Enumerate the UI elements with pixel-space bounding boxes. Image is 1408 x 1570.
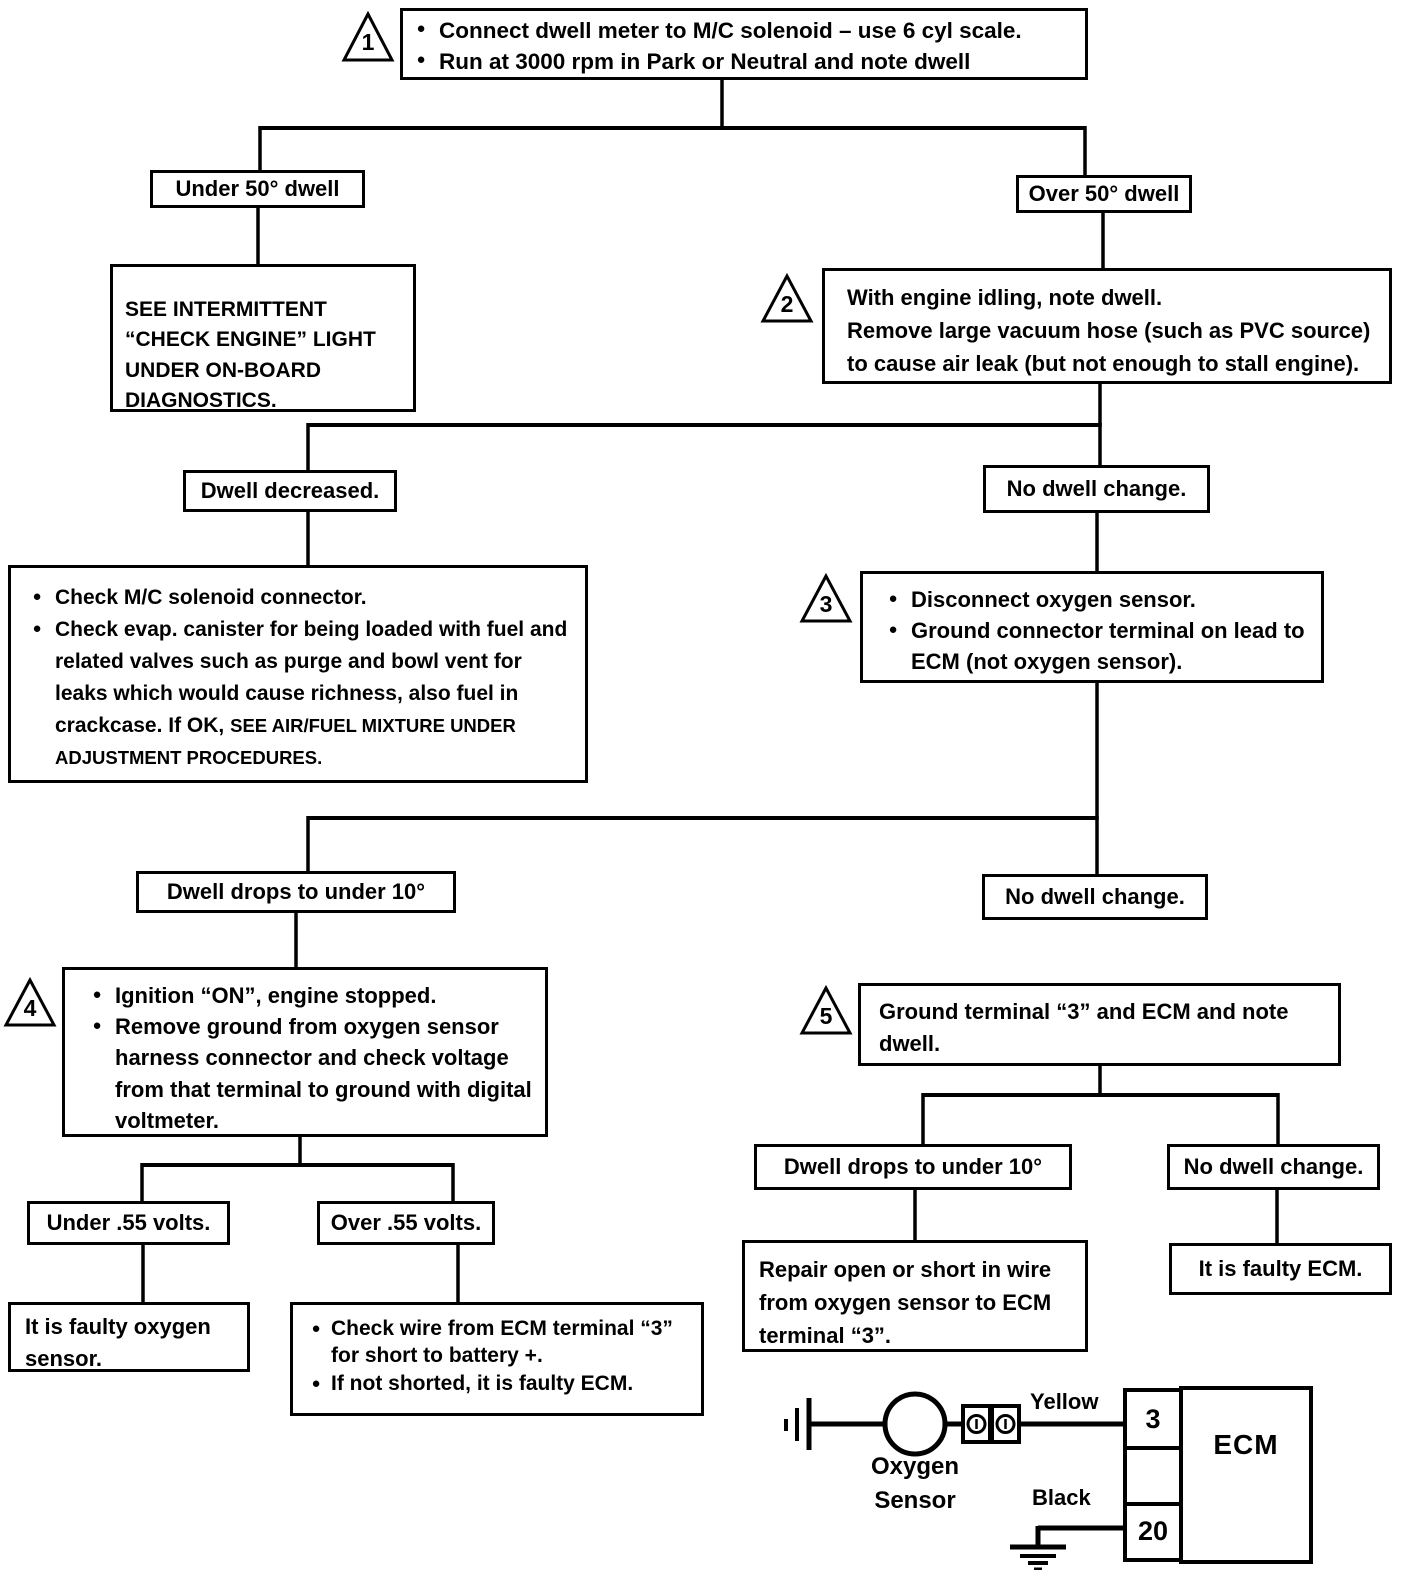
node-label: Under .55 volts. (46, 1209, 211, 1235)
node-dwell-drops-under-10-right: Dwell drops to under 10° (754, 1144, 1072, 1190)
node-label: Dwell drops to under 10° (166, 878, 426, 904)
ecm-terminal-3-label: 3 (1145, 1404, 1161, 1434)
step-number-5: 5 (819, 1003, 833, 1029)
bullet-icon (875, 584, 911, 609)
bullet-icon (19, 614, 55, 641)
step-triangle-markers (3, 10, 853, 1035)
bullet-icon (875, 615, 911, 640)
node-step4-ignition-on: Ignition “ON”, engine stopped. Remove gr… (62, 967, 548, 1137)
node-label: No dwell change. (1005, 883, 1185, 909)
node-dwell-drops-under-10-left: Dwell drops to under 10° (136, 871, 456, 913)
node-label: Dwell drops to under 10° (783, 1153, 1043, 1179)
step-number-2: 2 (780, 291, 794, 317)
node-step5-ground-terminal-3: Ground terminal “3” and ECM and note dwe… (858, 983, 1341, 1066)
ecm-terminal-20-label: 20 (1137, 1516, 1169, 1546)
node-label: Under 50° dwell (175, 175, 340, 201)
node-under-55-volts: Under .55 volts. (27, 1201, 230, 1245)
ecm-label: ECM (1213, 1429, 1279, 1460)
node-no-dwell-change-3: No dwell change. (1167, 1144, 1380, 1190)
node-label: Repair open or short in wire from oxygen… (759, 1257, 1052, 1348)
bullet-text: Ground connector terminal on lead to ECM… (911, 618, 1305, 675)
bullet-icon (403, 15, 439, 40)
bullet-item: Ground connector terminal on lead to ECM… (875, 615, 1317, 677)
node-over-50-dwell: Over 50° dwell (1016, 175, 1192, 213)
bullet-item: Ignition “ON”, engine stopped. (79, 980, 539, 1011)
node-dwell-decreased: Dwell decreased. (183, 470, 397, 512)
bullet-item: Connect dwell meter to M/C solenoid – us… (403, 15, 1077, 46)
bullet-text: Check wire from ECM terminal “3” for sho… (331, 1317, 673, 1368)
oxygen-sensor-label-line1: Oxygen (870, 1453, 960, 1480)
bullet-text: Ignition “ON”, engine stopped. (115, 983, 437, 1008)
bullet-text: Check evap. canister for being loaded wi… (55, 614, 577, 774)
node-text-line: to cause air leak (but not enough to sta… (847, 351, 1360, 376)
node-repair-open-or-short: Repair open or short in wire from oxygen… (742, 1240, 1088, 1352)
bullet-icon (403, 46, 439, 71)
wiring-diagram-shapes (784, 1386, 1313, 1570)
bullet-text: If not shorted, it is faulty ECM. (331, 1371, 634, 1395)
node-check-wire-ecm-terminal-3: Check wire from ECM terminal “3” for sho… (290, 1302, 704, 1416)
node-label: Ground terminal “3” and ECM and note dwe… (879, 999, 1289, 1056)
wire-yellow-label: Yellow (1030, 1389, 1099, 1414)
connector-lines (140, 78, 1280, 1304)
step-number-4: 4 (23, 995, 37, 1021)
node-faulty-oxygen-sensor: It is faulty oxygen sensor. (8, 1302, 250, 1372)
bullet-icon (301, 1370, 331, 1394)
node-over-55-volts: Over .55 volts. (317, 1201, 495, 1245)
bullet-item: If not shorted, it is faulty ECM. (301, 1370, 697, 1397)
node-no-dwell-change-1: No dwell change. (983, 465, 1210, 513)
bullet-text: Remove ground from oxygen sensor harness… (115, 1014, 532, 1133)
node-label: SEE INTERMITTENT “CHECK ENGINE” LIGHT UN… (125, 298, 376, 413)
node-step1-connect-dwell-meter: Connect dwell meter to M/C solenoid – us… (400, 8, 1088, 80)
wire-black-label: Black (1032, 1485, 1091, 1510)
bullet-text: Check M/C solenoid connector. (55, 586, 367, 609)
node-label: No dwell change. (1183, 1153, 1364, 1179)
node-no-dwell-change-2: No dwell change. (982, 874, 1208, 920)
bullet-text-normal: Check evap. canister for being loaded wi… (55, 617, 568, 737)
node-label: Dwell decreased. (200, 477, 380, 503)
node-label: It is faulty oxygen sensor. (25, 1314, 211, 1371)
node-label: Over 50° dwell (1028, 180, 1180, 206)
bullet-icon (19, 582, 55, 609)
node-step3-disconnect-oxygen-sensor: Disconnect oxygen sensor. Ground connect… (860, 571, 1324, 683)
bullet-item: Check wire from ECM terminal “3” for sho… (301, 1315, 697, 1370)
node-check-mc-solenoid: Check M/C solenoid connector. Check evap… (8, 565, 588, 783)
step-number-1: 1 (361, 29, 375, 55)
node-label: Over .55 volts. (330, 1209, 482, 1235)
bullet-text: Connect dwell meter to M/C solenoid – us… (439, 18, 1022, 43)
node-step2-engine-idling: With engine idling, note dwell. Remove l… (822, 268, 1392, 384)
node-under-50-dwell: Under 50° dwell (150, 170, 365, 208)
bullet-icon (79, 980, 115, 1005)
node-see-intermittent-check-engine: SEE INTERMITTENT “CHECK ENGINE” LIGHT UN… (110, 264, 416, 412)
node-text-line: Remove large vacuum hose (such as PVC so… (847, 318, 1371, 343)
bullet-icon (79, 1011, 115, 1036)
node-label: It is faulty ECM. (1198, 1255, 1363, 1281)
node-text-line: With engine idling, note dwell. (847, 285, 1163, 310)
bullet-item: Disconnect oxygen sensor. (875, 584, 1317, 615)
bullet-text: Disconnect oxygen sensor. (911, 587, 1196, 612)
node-label: No dwell change. (1006, 475, 1187, 501)
bullet-item: Run at 3000 rpm in Park or Neutral and n… (403, 46, 1077, 77)
oxygen-sensor-label-line2: Sensor (874, 1487, 956, 1514)
bullet-item: Check M/C solenoid connector. (19, 582, 577, 614)
bullet-item: Remove ground from oxygen sensor harness… (79, 1011, 539, 1136)
bullet-icon (301, 1315, 331, 1339)
step-number-3: 3 (819, 591, 833, 617)
node-faulty-ecm: It is faulty ECM. (1169, 1243, 1392, 1295)
bullet-text: Run at 3000 rpm in Park or Neutral and n… (439, 49, 971, 75)
bullet-text-caps: SEE AIR/FUEL MIXTURE UNDER ADJUSTMENT PR… (55, 714, 516, 768)
bullet-item: Check evap. canister for being loaded wi… (19, 614, 577, 774)
